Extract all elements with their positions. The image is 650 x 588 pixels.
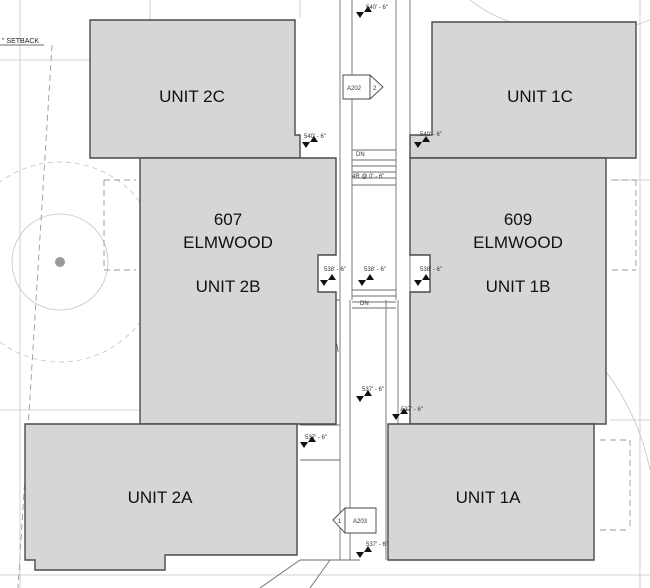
unit-1a-footprint	[387, 423, 595, 561]
setback-label: " SETBACK	[2, 38, 39, 45]
section-a203-number: 1	[338, 519, 342, 525]
elevation-marker: 538' - 6"	[414, 267, 442, 286]
elevation-marker: 538' - 6"	[320, 267, 346, 286]
svg-text:538' - 6": 538' - 6"	[324, 267, 346, 273]
building-607-number: 607	[214, 210, 242, 229]
unit-labels: UNIT 2C UNIT 1C 607 ELMWOOD UNIT 2B 609 …	[128, 87, 573, 507]
building-masses	[24, 19, 637, 571]
unit-1c-label: UNIT 1C	[507, 87, 573, 106]
elevation-marker: 537' - 6"	[392, 407, 423, 420]
riser-note: 4R @ 0' - 6"	[352, 174, 384, 180]
svg-text:540' - 6": 540' - 6"	[304, 134, 326, 140]
elevation-marker: 540' - 6"	[356, 5, 388, 18]
unit-1a-label: UNIT 1A	[456, 488, 522, 507]
svg-text:537' - 6": 537' - 6"	[366, 542, 388, 548]
building-609-street: ELMWOOD	[473, 233, 563, 252]
unit-2c-footprint	[89, 19, 301, 159]
elevation-marker: 537' - 6"	[300, 435, 327, 448]
svg-text:540' - 6": 540' - 6"	[366, 5, 388, 11]
unit-2a-footprint	[24, 423, 298, 571]
unit-1b-footprint	[409, 157, 607, 425]
building-609-number: 609	[504, 210, 532, 229]
elevation-marker: 537' - 6"	[356, 387, 384, 402]
unit-2b-label: UNIT 2B	[196, 277, 261, 296]
section-marker-a202: A202 2	[342, 74, 384, 100]
svg-text:537' - 6": 537' - 6"	[305, 435, 327, 441]
stair-direction-down: DN	[356, 152, 365, 158]
svg-text:540' - 6": 540' - 6"	[420, 132, 442, 138]
setback-tag: " SETBACK	[0, 38, 44, 46]
elevation-marker: 538' - 6"	[358, 267, 386, 286]
unit-2a-label: UNIT 2A	[128, 488, 194, 507]
elevation-marker: 537' - 6"	[356, 542, 388, 558]
svg-text:538' - 6": 538' - 6"	[420, 267, 442, 273]
section-a202-number: 2	[373, 86, 377, 92]
elevation-marker: 540' - 6"	[302, 134, 326, 148]
unit-1b-label: UNIT 1B	[486, 277, 551, 296]
stair-direction-down-lower: DN	[360, 301, 369, 307]
unit-2c-label: UNIT 2C	[159, 87, 225, 106]
section-marker-a203: 1 A203	[332, 507, 377, 534]
section-a203-sheet: A203	[353, 519, 368, 525]
svg-text:537' - 6": 537' - 6"	[362, 387, 384, 393]
elevation-marker: 540' - 6"	[414, 132, 442, 148]
building-607-street: ELMWOOD	[183, 233, 273, 252]
elevation-markers: 540' - 6" 540' - 6" 540' - 6" DN 4R @ 0'…	[300, 5, 442, 558]
svg-text:538' - 6": 538' - 6"	[364, 267, 386, 273]
tree-marker	[55, 257, 65, 267]
svg-text:537' - 6": 537' - 6"	[401, 407, 423, 413]
section-a202-sheet: A202	[347, 86, 362, 92]
